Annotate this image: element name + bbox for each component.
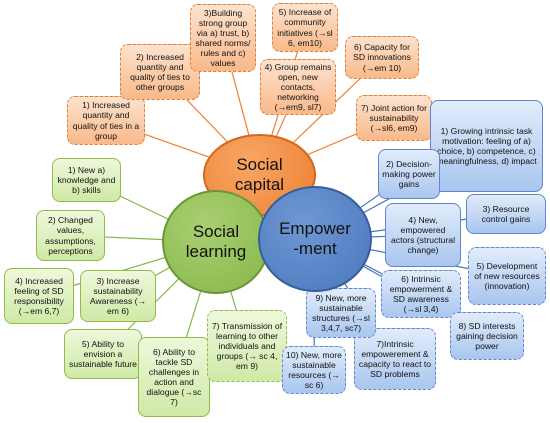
em-box-10: 10) New, more sustainable resources (→ s… (282, 346, 346, 394)
em-box-2: 2) Decision-making power gains (378, 149, 440, 199)
sl-box-2: 2) Changed values, assumptions, percepti… (36, 210, 105, 261)
em-box-6: 6) Intrinsic empowerment & SD awareness … (381, 270, 461, 318)
sc-box-3: 3)Building strong group via a) trust, b)… (190, 4, 256, 72)
em-box-1: 1) Growing intrinsic task motivation: fe… (430, 100, 543, 192)
sl-box-3: 3) Increase sustainability Awareness (→ … (80, 270, 156, 322)
em-box-9: 9) New, more sustainable structures (→sl… (306, 288, 376, 338)
sc-box-7: 7) Joint action for sustainability (→sl6… (356, 95, 432, 141)
sl-box-5: 5) Ability to envision a sustainable fut… (64, 329, 142, 379)
em-box-5: 5) Development of new resources (innovat… (468, 247, 546, 305)
sc-box-1: 1) Increased quantity and quality of tie… (67, 96, 145, 145)
sc-box-4: 4) Group remains open, new contacts, net… (260, 59, 336, 115)
sl-box-1: 1) New a) knowledge and b) skills (52, 158, 121, 202)
empowerment-hub: Empower -ment (258, 186, 372, 292)
sc-box-2: 2) Increased quantity and quality of tie… (120, 44, 200, 100)
em-box-7: 7)Intrinsic empowerement & capacity to r… (354, 328, 436, 390)
em-box-8: 8) SD interests gaining decision power (450, 312, 524, 360)
em-box-3: 3) Resource control gains (466, 194, 546, 234)
social-learning-hub: Social learning (162, 190, 270, 294)
em-box-4: 4) New, empowered actors (structural cha… (385, 203, 461, 267)
sc-box-5: 5) Increase of community initiatives (→s… (272, 3, 338, 52)
sl-box-6: 6) Ability to tackle SD challenges in ac… (138, 337, 210, 417)
sl-box-4: 4) Increased feeling of SD responsibilit… (4, 268, 74, 324)
sl-box-7: 7) Transmission of learning to other ind… (207, 310, 287, 382)
sc-box-6: 6) Capacity for SD innovations (→em 10) (345, 36, 419, 79)
